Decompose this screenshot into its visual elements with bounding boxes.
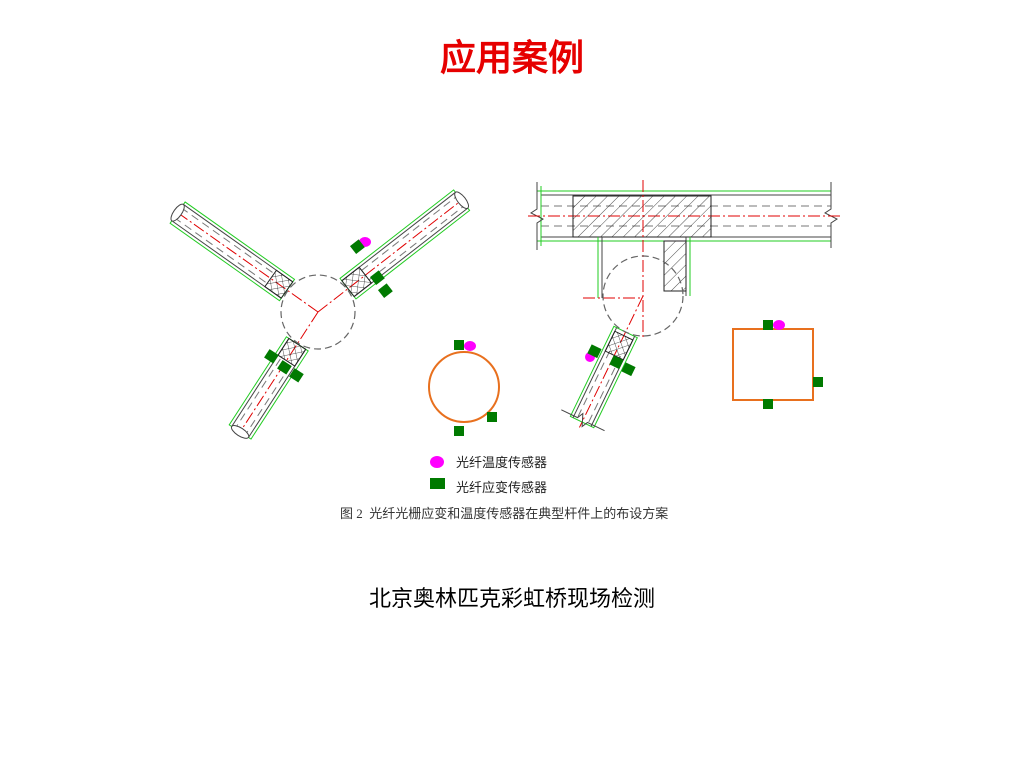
strain-sensor-icon — [430, 478, 445, 489]
hatched-weld-zone — [663, 240, 687, 292]
y-joint-diagram — [169, 189, 471, 440]
slide-subtitle: 北京奥林匹克彩虹桥现场检测 — [368, 586, 655, 611]
strain-sensor — [289, 368, 304, 383]
legend: 光纤温度传感器 光纤应变传感器 — [430, 455, 547, 495]
strain-sensor — [587, 344, 602, 359]
strain-sensor — [349, 239, 365, 255]
temperature-sensor — [464, 341, 476, 351]
circular-section-outline — [428, 351, 500, 423]
tube-upper-left — [169, 201, 319, 313]
figure-caption: 图 2 光纤光栅应变和温度传感器在典型杆件上的布设方案 — [340, 506, 668, 521]
slide-title: 应用案例 — [439, 37, 584, 78]
tube-end-cap — [454, 191, 470, 209]
strain-sensor — [454, 426, 464, 436]
square-section-diagram — [732, 320, 823, 409]
joint-node-circle — [280, 274, 356, 350]
t-joint-diagram — [528, 180, 840, 432]
legend-label: 光纤应变传感器 — [456, 480, 547, 495]
legend-item-temperature: 光纤温度传感器 — [430, 455, 547, 470]
break-symbol — [561, 409, 605, 432]
temperature-sensor — [773, 320, 785, 330]
strain-sensor — [813, 377, 823, 387]
hatched-weld-zone — [341, 266, 373, 298]
strain-sensor — [621, 362, 636, 377]
strain-sensor — [264, 349, 279, 364]
hatched-weld-zone — [264, 269, 294, 299]
legend-item-strain: 光纤应变传感器 — [430, 478, 547, 495]
strain-sensor — [609, 355, 624, 370]
circular-section-diagram — [428, 340, 500, 436]
temperature-sensor-icon — [430, 456, 444, 468]
strain-sensor — [763, 320, 773, 330]
legend-label: 光纤温度传感器 — [456, 455, 547, 470]
hatched-weld-zone — [277, 337, 307, 367]
hatched-weld-zone — [572, 195, 712, 238]
strain-sensor — [377, 283, 393, 299]
strain-sensor — [369, 270, 385, 286]
branch-stub — [597, 237, 691, 298]
hatched-weld-zone — [604, 330, 634, 361]
strain-sensor — [277, 360, 292, 375]
tube-end-cap — [230, 425, 250, 439]
break-symbol — [824, 182, 838, 248]
square-section-outline — [732, 328, 814, 401]
strain-sensor — [763, 399, 773, 409]
strain-sensor — [454, 340, 464, 350]
chord-member — [528, 182, 840, 250]
tube-upper-right — [317, 189, 471, 313]
strain-sensor — [487, 412, 497, 422]
tube-end-cap — [170, 203, 185, 222]
tube-lower — [228, 311, 319, 440]
joint-node-circle — [602, 255, 684, 337]
